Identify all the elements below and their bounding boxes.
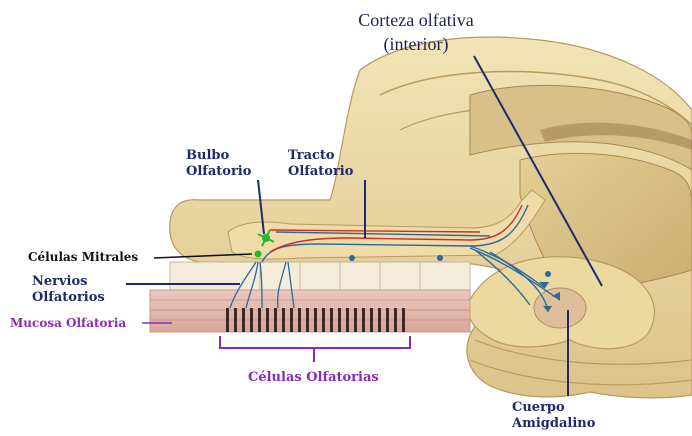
bracket-olfactory-cells [220, 336, 410, 362]
label-olfactory-bulb: Bulbo Olfatorio [186, 148, 251, 180]
label-cortex: Corteza olfativa (interior) [342, 8, 490, 56]
label-amygdala-line1: Cuerpo [512, 400, 595, 416]
label-olfactory-tract: Tracto Olfatorio [288, 148, 353, 180]
label-cortex-sub: (interior) [342, 32, 490, 56]
olfactory-mucosa [150, 290, 470, 332]
label-tract-line1: Tracto [288, 148, 353, 164]
label-amygdala: Cuerpo Amigdalino [512, 400, 595, 432]
label-olfactory-mucosa: Mucosa Olfatoria [10, 315, 126, 331]
label-olfactory-cells: Células Olfatorias [248, 370, 379, 386]
label-cortex-title: Corteza olfativa [342, 8, 490, 32]
label-tract-line2: Olfatorio [288, 164, 353, 180]
label-nerves-line2: Olfatorios [32, 290, 105, 306]
label-amygdala-line2: Amigdalino [512, 416, 595, 432]
olfactory-receptor-cells [226, 308, 405, 332]
label-bulb-line1: Bulbo [186, 148, 251, 164]
label-olfactory-nerves: Nervios Olfatorios [32, 274, 105, 306]
label-mitral-cells: Células Mitrales [28, 249, 138, 265]
label-bulb-line2: Olfatorio [186, 164, 251, 180]
label-nerves-line1: Nervios [32, 274, 105, 290]
cribriform-plate [170, 262, 470, 290]
